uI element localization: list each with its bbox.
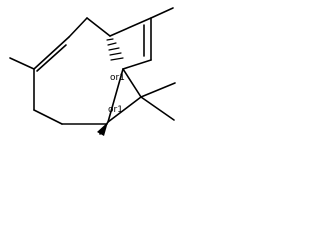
bond-c9-c8 xyxy=(107,68,124,123)
cyclopropane-ring xyxy=(107,68,176,123)
molecule-structure-diagram: or1 or1 xyxy=(9,7,176,136)
stereo-labels: or1 or1 xyxy=(108,73,125,115)
bond-c8-c7 xyxy=(99,121,109,135)
bond-c9-c12 xyxy=(122,68,142,98)
hash-5 xyxy=(110,57,124,61)
methyl-c11 xyxy=(150,7,174,19)
bond-c1-c11 xyxy=(109,17,152,37)
gem-methyl-lower xyxy=(140,96,175,121)
methyl-substituents xyxy=(9,7,174,70)
methyl-c4 xyxy=(9,57,35,70)
bond-c3-c4-double xyxy=(36,44,67,72)
stereo-label-upper: or1 xyxy=(110,73,125,83)
hash-4 xyxy=(109,52,122,56)
bond-c2-c3 xyxy=(68,17,88,38)
bond-c3-c4 xyxy=(33,36,70,70)
hash-1 xyxy=(106,38,114,41)
stereo-bonds xyxy=(97,38,124,136)
bond-c8-c12 xyxy=(107,96,142,123)
stereo-label-lower: or1 xyxy=(108,105,123,115)
bond-c1-c2 xyxy=(86,17,111,37)
gem-methyl-upper xyxy=(140,82,176,98)
bond-c5-c6 xyxy=(33,109,63,125)
ring-bonds xyxy=(33,17,152,125)
hash-3 xyxy=(108,47,120,51)
bond-c10-c9 xyxy=(122,59,152,70)
hash-2 xyxy=(107,42,117,46)
